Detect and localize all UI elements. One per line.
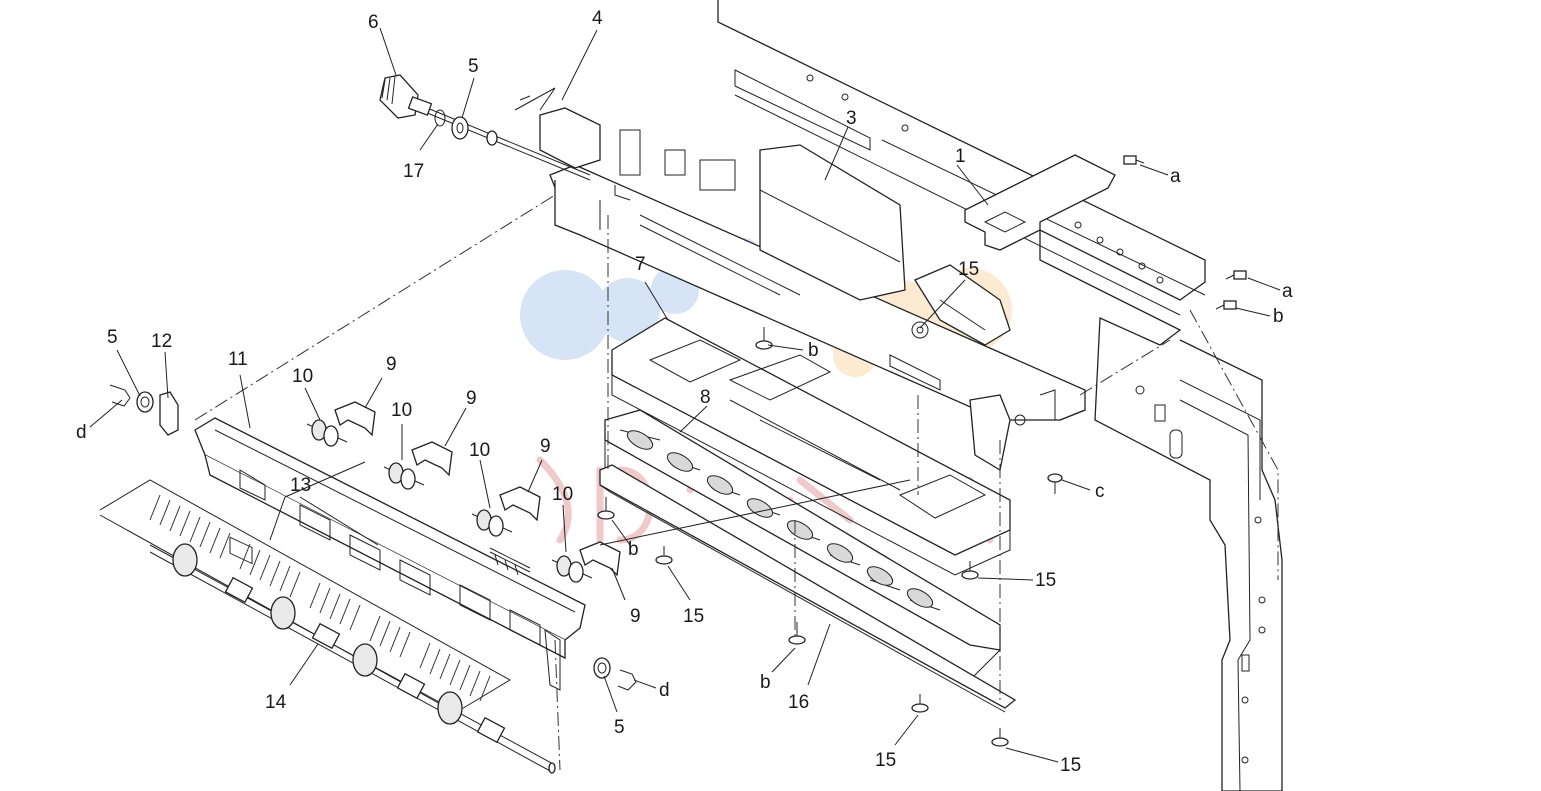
screws — [597, 155, 1247, 747]
callout-3: 3 — [846, 108, 857, 129]
callout-1: 1 — [955, 146, 966, 167]
callout-9-b: 9 — [466, 388, 477, 409]
callout-a-2: a — [1282, 281, 1293, 302]
callout-13: 13 — [290, 475, 311, 496]
callout-10-a: 10 — [292, 366, 313, 387]
leader-lines — [89, 27, 1281, 763]
callout-9-a: 9 — [386, 354, 397, 375]
callout-b-1: b — [1273, 306, 1284, 327]
bottom-rail-part-16 — [599, 464, 1017, 713]
callout-7: 7 — [635, 254, 646, 275]
callout-15-c: 15 — [1035, 570, 1056, 591]
guide-plate-part-7 — [611, 317, 1011, 576]
callout-9-d: 9 — [630, 606, 641, 627]
left-shaft-parts — [109, 384, 179, 436]
callout-11: 11 — [228, 349, 248, 370]
callout-14: 14 — [265, 692, 287, 713]
callout-6: 6 — [368, 12, 379, 33]
callout-15-e: 15 — [1060, 755, 1081, 776]
callout-a-1: a — [1170, 166, 1181, 187]
callout-8: 8 — [700, 387, 711, 408]
callout-5-top: 5 — [468, 56, 479, 77]
top-shaft-parts — [379, 74, 591, 181]
callout-15-b: 15 — [683, 606, 704, 627]
callout-labels: 1 3 4 5 5 5 6 7 8 9 9 9 9 10 10 10 10 11… — [76, 8, 1293, 776]
callout-9-c: 9 — [540, 436, 551, 457]
callout-10-c: 10 — [469, 440, 490, 461]
callout-4: 4 — [592, 8, 603, 29]
callout-17: 17 — [403, 161, 424, 182]
callout-b-2: b — [808, 340, 819, 361]
callout-d-1: d — [76, 422, 87, 443]
callout-16: 16 — [788, 692, 809, 713]
roller-brackets-part-9 — [334, 401, 621, 577]
bracket-part-1 — [964, 154, 1116, 251]
callout-15-a: 15 — [958, 259, 979, 280]
feed-roller-shaft-part-14 — [149, 543, 556, 774]
right-shaft-parts — [593, 657, 637, 691]
callout-b-4: b — [760, 672, 771, 693]
assembly-center-lines — [194, 194, 1279, 771]
lower-guide-frame-part-11 — [194, 417, 586, 691]
callout-15-d: 15 — [875, 750, 896, 771]
callout-c: c — [1095, 481, 1105, 502]
paper-guide-part-8 — [604, 409, 1001, 681]
pickup-rollers-part-10 — [306, 419, 593, 583]
callout-10-d: 10 — [552, 484, 573, 505]
callout-5-right: 5 — [614, 717, 625, 738]
callout-10-b: 10 — [391, 400, 412, 421]
callout-d-2: d — [659, 680, 670, 701]
callout-12: 12 — [151, 331, 172, 352]
callout-5-left: 5 — [107, 327, 118, 348]
callout-b-3: b — [628, 539, 639, 560]
